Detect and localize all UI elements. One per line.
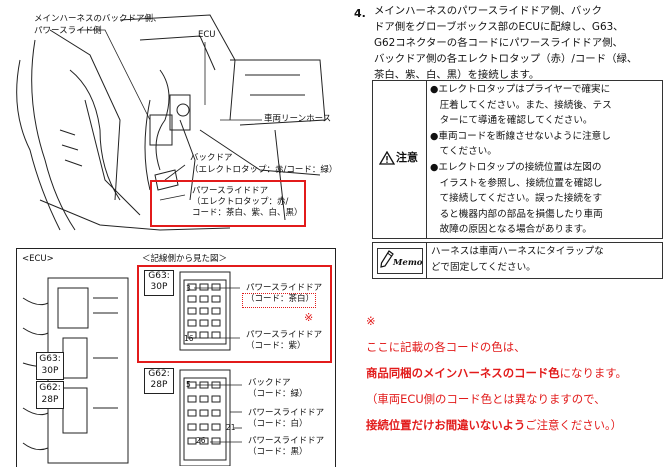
caution-line: 圧着してください。また、接続後、テス	[430, 99, 612, 111]
g62-connector	[179, 369, 231, 466]
g62-tag-2: 28P	[150, 380, 168, 390]
g63-connector	[179, 271, 231, 351]
c1-dotted-box	[242, 293, 316, 308]
pin-21: 21	[226, 423, 236, 432]
memo-box	[372, 242, 663, 279]
label-backdoor-sub: （エレクトロタップ：赤/コード：緑）	[190, 165, 338, 175]
pin-5: 5	[186, 380, 191, 389]
g63-side-2: 30P	[41, 366, 59, 376]
label-lean-hose: 車両リーンホース	[264, 114, 332, 124]
red-highlight-g63	[137, 265, 332, 363]
g63-leaders	[194, 287, 240, 339]
step-line: G62コネクターの各コードにパワースライドドア側、	[374, 37, 623, 49]
g63-tag: G63: 30P	[144, 270, 174, 296]
note-line-3: （車両ECU側のコード色とは異なりますので、	[366, 392, 606, 406]
caution-line: ると機器内部の部品を損傷したり車両	[430, 208, 603, 220]
label-psd: パワースライドドア	[192, 186, 269, 196]
label-backdoor: バックドア	[190, 153, 233, 163]
g62-tag-1: G62:	[148, 369, 170, 379]
step-number: 4.	[354, 7, 366, 20]
c4-label: パワースライドドア	[248, 408, 325, 418]
c2-label: パワースライドドア	[246, 330, 323, 340]
g62-side-1: G62:	[39, 383, 61, 393]
label-psd-sub2: コード：茶白、紫、白、黒）	[192, 208, 303, 218]
c1-label: パワースライドドア	[246, 283, 323, 293]
red-note: ※ ここに記載の各コードの色は、 商品同梱のメインハーネスのコード色になります。…	[366, 308, 666, 438]
caution-text: ●エレクトロタップはプライヤーで確実に 圧着してください。また、接続後、テス タ…	[430, 82, 662, 238]
memo-text: ハーネスは車両ハーネスにタイラップな どで固定してください。	[431, 244, 661, 275]
c2-sub: （コード：紫）	[246, 341, 306, 351]
ecu-panel	[16, 248, 336, 467]
g63-tag-2: 30P	[150, 282, 168, 292]
caution-line: て接続してください。誤った接続をす	[430, 193, 603, 205]
caution-line: イラストを参照し、接続位置を確認し	[430, 177, 603, 189]
note-line-2-rest: になります。	[559, 366, 627, 380]
step-line: メインハーネスのパワースライドドア側、バック	[374, 5, 603, 17]
illustration: メインハーネスのバックドア側、 パワースライド側 ECU 車両リーンホース バッ…	[16, 14, 338, 467]
memo-line: ハーネスは車両ハーネスにタイラップな	[431, 246, 604, 257]
step-line: ドア側をグローブボックス部のECUに配線し、G63、	[374, 21, 624, 33]
caution-line: ターにて導通を確認してください。	[430, 115, 593, 127]
step-line: 茶白、紫、白、黒）を接続します。	[374, 69, 540, 81]
g62-side-label: G62: 28P	[36, 381, 64, 409]
g63-note-mark: ※	[304, 311, 314, 324]
view-from-label: ＜記線側から見た図＞	[142, 254, 228, 264]
caution-line: ●車両コードを断線させないように注意し	[430, 130, 611, 142]
pin-26: 26	[196, 436, 206, 445]
caution-line: 故障の原因となる場合があります。	[430, 224, 592, 236]
c3-sub: （コード：緑）	[248, 389, 308, 399]
c3-label: バックドア	[248, 378, 291, 388]
note-line-2-bold: 商品同梱のメインハーネスのコード色	[366, 366, 560, 380]
label-main-harness-2: パワースライド側	[34, 26, 102, 36]
g63-tag-1: G63:	[148, 271, 170, 281]
caution-line: ●エレクトロタップの接続位置は左図の	[430, 161, 602, 173]
step-text: メインハーネスのパワースライドドア側、バック ドア側をグローブボックス部のECU…	[374, 3, 664, 83]
g62-leaders	[196, 384, 242, 443]
red-highlight-top	[150, 180, 306, 227]
memo-line: どで固定してください。	[431, 261, 536, 273]
g63-side-1: G63:	[39, 354, 61, 364]
note-line-4: 接続位置だけお間違いないようご注意ください。）	[366, 412, 666, 438]
g63-side-label: G63: 30P	[36, 352, 64, 380]
label-ecu: ECU	[198, 30, 216, 40]
g62-tag: G62: 28P	[144, 368, 174, 394]
warning-triangle-icon	[379, 151, 395, 165]
step-line: バックドア側の各エレクトロタップ（赤）/コード（緑、	[374, 53, 638, 65]
dashboard-sketch	[16, 14, 326, 231]
note-line-4-rest: ご注意ください。）	[525, 418, 623, 432]
note-line-1: ここに記載の各コードの色は、	[366, 340, 526, 354]
pin-16: 16	[184, 334, 194, 343]
pencil-icon	[380, 250, 394, 268]
note-line-4-bold: 接続位置だけお間違いないよう	[366, 418, 526, 432]
memo-label: Memo	[393, 258, 423, 268]
memo-divider	[426, 242, 427, 278]
ecu-panel-title: <ECU>	[22, 254, 54, 264]
label-main-harness: メインハーネスのバックドア側、	[34, 14, 162, 24]
caution-line: ●エレクトロタップはプライヤーで確実に	[430, 84, 611, 95]
caution-box	[372, 80, 663, 239]
caution-line: てください。	[430, 146, 497, 158]
caution-divider	[426, 80, 427, 238]
g62-side-2: 28P	[41, 395, 59, 405]
note-line-2: 商品同梱のメインハーネスのコード色になります。	[366, 360, 666, 386]
caution-label: 注意	[396, 151, 418, 164]
note-mark: ※	[366, 314, 376, 328]
pin-3: 3	[186, 284, 191, 293]
c1-sub: （コード：茶白）	[246, 294, 315, 304]
c5-sub: （コード：黒）	[248, 447, 308, 457]
label-psd-sub1: （エレクトロタップ：赤/	[192, 197, 289, 207]
c5-label: パワースライドドア	[248, 436, 325, 446]
c4-sub: （コード：白）	[248, 419, 308, 429]
